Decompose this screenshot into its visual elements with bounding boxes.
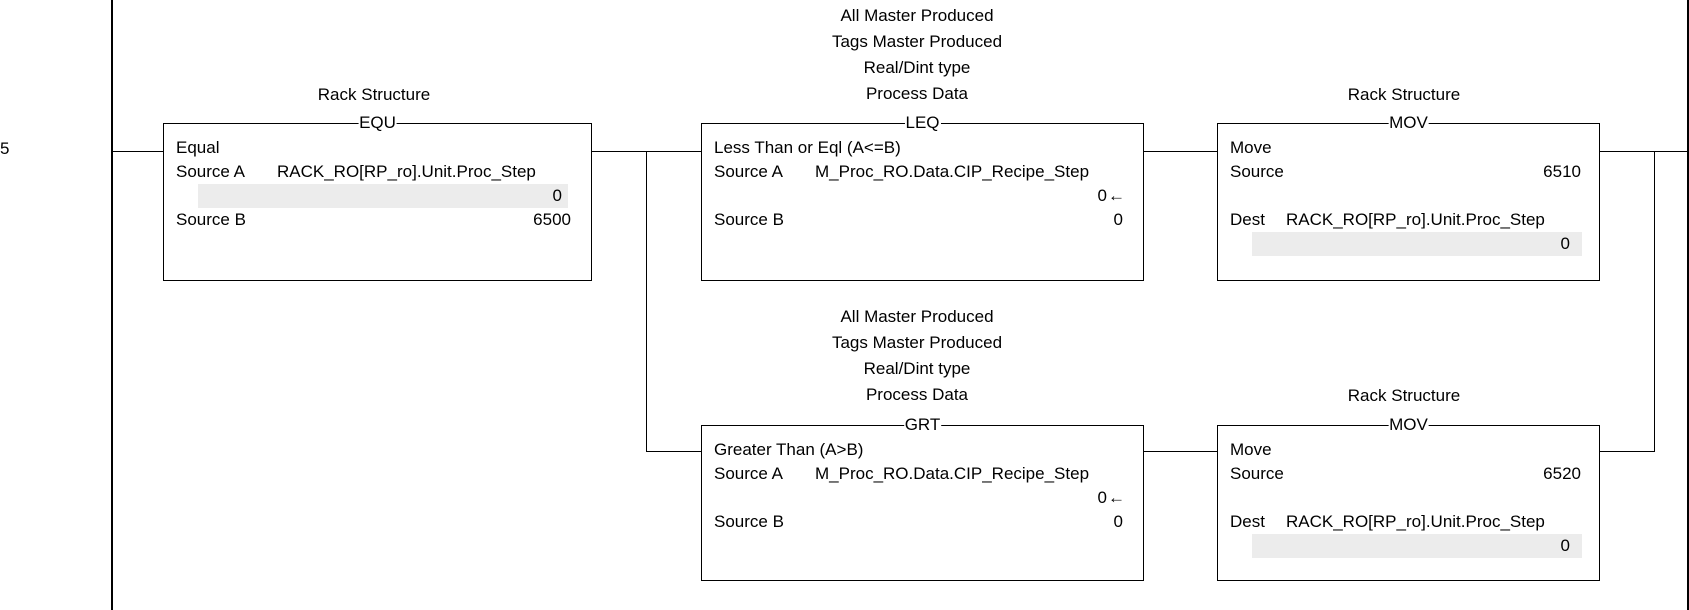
leq-source-a-tag[interactable]: M_Proc_RO.Data.CIP_Recipe_Step [815, 162, 1090, 181]
mov1-mnemonic: MOV [1388, 111, 1429, 135]
mov1-dest-value: 0 [1252, 232, 1582, 256]
leq-source-a-label: Source A [714, 162, 783, 181]
leq-source-a-value: 0 [1097, 186, 1107, 205]
mov2-source-value[interactable]: 6520 [1543, 464, 1581, 483]
leq-source-b-value[interactable]: 0 [1113, 210, 1123, 229]
wire-leq-to-mov [1143, 151, 1217, 152]
equ-description: Rack Structure [317, 85, 431, 104]
mov1-description: Rack Structure [1347, 85, 1461, 104]
grt-source-b-label: Source B [714, 512, 784, 531]
leq-description-line-1: All Master Produced [840, 6, 994, 25]
grt-description-line-4: Process Data [865, 385, 969, 404]
grt-description-line-2: Tags Master Produced [831, 333, 1003, 352]
wire-rail-to-equ [112, 151, 163, 152]
mov2-mnemonic: MOV [1388, 413, 1429, 437]
leq-description: All Master Produced Tags Master Produced… [780, 3, 1054, 107]
mov2-description: Rack Structure [1347, 386, 1461, 405]
mov2-instruction[interactable]: MOV Move Source 6520 Dest RACK_RO[RP_ro]… [1217, 413, 1600, 581]
mov2-dest-value: 0 [1252, 534, 1582, 558]
grt-description-line-1: All Master Produced [840, 307, 994, 326]
leq-title: Less Than or Eql (A<=B) [714, 138, 901, 157]
leq-description-line-2: Tags Master Produced [831, 32, 1003, 51]
mov2-dest-label: Dest [1230, 512, 1265, 531]
wire-mov-to-rail [1599, 151, 1687, 152]
leq-instruction[interactable]: LEQ Less Than or Eql (A<=B) Source A M_P… [701, 111, 1144, 281]
mov2-dest-tag[interactable]: RACK_RO[RP_ro].Unit.Proc_Step [1286, 512, 1545, 531]
mov1-instruction[interactable]: MOV Move Source 6510 Dest RACK_RO[RP_ro]… [1217, 111, 1600, 281]
arrow-icon: ← [1108, 186, 1125, 205]
grt-instruction[interactable]: GRT Greater Than (A>B) Source A M_Proc_R… [701, 413, 1144, 581]
mov1-dest-label: Dest [1230, 210, 1265, 229]
grt-description: All Master Produced Tags Master Produced… [780, 304, 1054, 408]
leq-source-b-label: Source B [714, 210, 784, 229]
equ-title: Equal [176, 138, 220, 157]
grt-source-a-value: 0 [1097, 488, 1107, 507]
grt-source-a-label: Source A [714, 464, 783, 483]
wire-branch-to-grt [646, 451, 701, 452]
grt-source-b-value[interactable]: 0 [1113, 512, 1123, 531]
mov1-dest-tag[interactable]: RACK_RO[RP_ro].Unit.Proc_Step [1286, 210, 1545, 229]
branch-left-vertical [646, 151, 647, 452]
mov1-source-label: Source [1230, 162, 1284, 181]
equ-source-b-label: Source B [176, 210, 246, 229]
rung-number[interactable]: 5 [0, 139, 10, 158]
wire-grt-to-mov [1143, 451, 1217, 452]
equ-instruction[interactable]: EQU Equal Source A RACK_RO[RP_ro].Unit.P… [163, 111, 592, 281]
equ-mnemonic: EQU [358, 111, 397, 135]
mov2-title: Move [1230, 440, 1272, 459]
equ-source-b-value[interactable]: 6500 [533, 210, 571, 229]
equ-source-a-label: Source A [176, 162, 245, 181]
grt-source-a-tag[interactable]: M_Proc_RO.Data.CIP_Recipe_Step [815, 464, 1090, 483]
arrow-icon: ← [1108, 488, 1125, 507]
equ-source-a-value: 0 [198, 184, 568, 208]
right-power-rail [1687, 0, 1689, 610]
leq-description-line-4: Process Data [865, 84, 969, 103]
grt-mnemonic: GRT [903, 413, 942, 437]
equ-source-a-tag[interactable]: RACK_RO[RP_ro].Unit.Proc_Step [277, 162, 536, 181]
mov1-title: Move [1230, 138, 1272, 157]
grt-description-line-3: Real/Dint type [863, 359, 971, 378]
wire-mov2-to-branch [1599, 451, 1655, 452]
mov1-source-value[interactable]: 6510 [1543, 162, 1581, 181]
grt-title: Greater Than (A>B) [714, 440, 864, 459]
leq-mnemonic: LEQ [904, 111, 941, 135]
leq-description-line-3: Real/Dint type [863, 58, 971, 77]
mov2-source-label: Source [1230, 464, 1284, 483]
left-power-rail [111, 0, 113, 610]
branch-right-vertical [1654, 151, 1655, 452]
